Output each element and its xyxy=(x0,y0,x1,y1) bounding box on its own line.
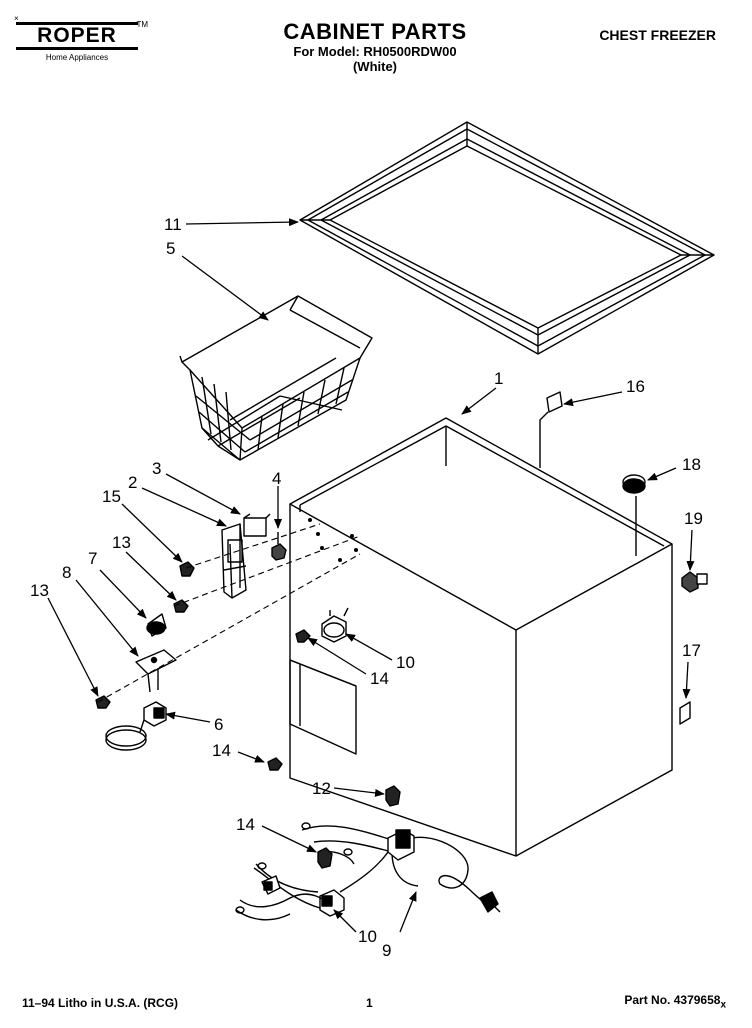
callout-thermostat-lower: 10 xyxy=(358,927,377,946)
alignment-lines xyxy=(97,523,361,703)
lower-hinge xyxy=(105,701,167,751)
part-number: Part No. 4379658 xyxy=(624,992,721,1007)
callout-labels: 11 5 1 16 18 19 17 2 3 4 15 13 7 8 13 10… xyxy=(30,215,703,960)
callout-basket: 5 xyxy=(166,239,175,258)
callout-cabinet: 1 xyxy=(494,369,503,388)
mounting-holes xyxy=(308,518,358,562)
callout-label-side: 17 xyxy=(682,641,701,660)
leader-lines xyxy=(47,218,695,933)
label-top xyxy=(539,391,563,440)
trademark-mark: TM xyxy=(136,20,148,29)
freezer-cabinet xyxy=(289,417,673,857)
product-type: CHEST FREEZER xyxy=(599,27,716,43)
callout-screw-14-low: 14 xyxy=(212,741,231,760)
hinge-assembly xyxy=(95,513,287,709)
page-title: CABINET PARTS xyxy=(283,19,467,44)
thermostat-upper xyxy=(295,607,349,643)
callout-screw-13-upper: 13 xyxy=(112,533,131,552)
page-number: 1 xyxy=(366,996,373,1010)
callout-lid: 11 xyxy=(164,215,182,234)
callout-screw-14-mid: 14 xyxy=(370,669,389,688)
model-line: For Model: RH0500RDW00 xyxy=(293,44,457,59)
callout-plug-button: 18 xyxy=(682,455,701,474)
logo-mark-icon: × xyxy=(14,14,19,23)
callout-clip: 7 xyxy=(88,549,97,568)
callout-hinge-upper: 2 xyxy=(128,473,137,492)
callout-hinge-lower: 6 xyxy=(214,715,223,734)
callout-thermostat: 10 xyxy=(396,653,415,672)
callout-screw-14-bottom: 14 xyxy=(236,815,255,834)
part-number-block: Part No. 4379658x xyxy=(624,993,726,1010)
print-info: 11–94 Litho in U.S.A. (RCG) xyxy=(22,996,179,1010)
callout-screw-13-lower: 13 xyxy=(30,581,49,600)
title-block: CABINET PARTS For Model: RH0500RDW00 (Wh… xyxy=(230,19,520,75)
screw-12 xyxy=(385,785,401,807)
color-line: (White) xyxy=(352,59,398,74)
callout-screw-12: 12 xyxy=(312,779,331,798)
callout-screw-15: 15 xyxy=(102,487,121,506)
brand-name: ROPER xyxy=(16,22,138,50)
screw-lower-left xyxy=(267,757,283,771)
callout-drain-plug: 19 xyxy=(684,509,703,528)
label-side xyxy=(679,701,691,725)
plug-button xyxy=(622,474,646,494)
part-number-suffix: x xyxy=(720,999,726,1010)
drain-plug xyxy=(681,571,708,593)
bracket xyxy=(135,649,177,693)
wire-harness xyxy=(235,822,501,921)
roper-logo: × ROPER TM Home Appliances xyxy=(14,14,148,62)
callout-label-top: 16 xyxy=(626,377,645,396)
brand-tagline: Home Appliances xyxy=(45,53,109,62)
callout-hinge-plate: 3 xyxy=(152,459,161,478)
callout-hinge-nut: 4 xyxy=(272,469,281,488)
wire-basket xyxy=(179,295,373,461)
callout-wire-harness: 9 xyxy=(382,941,391,960)
lid-gasket xyxy=(299,121,715,355)
callout-bracket: 8 xyxy=(62,563,71,582)
clip xyxy=(146,613,167,637)
